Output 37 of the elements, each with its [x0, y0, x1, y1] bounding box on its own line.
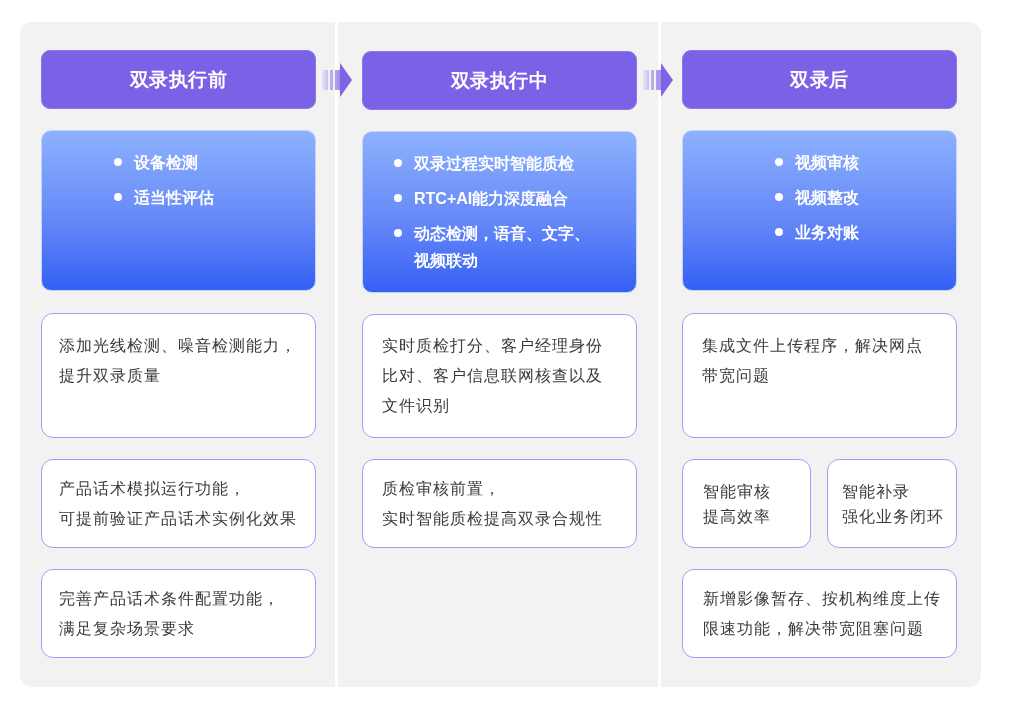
feature-text: 智能审核: [702, 481, 771, 502]
stage-header: [362, 51, 637, 110]
bullet-text: RTC+AI能力深度融合: [414, 188, 569, 209]
feature-text: 提高效率: [702, 506, 771, 527]
highlight-panel: [362, 131, 637, 293]
highlight-panel: [41, 130, 316, 291]
bullet-text: 适当性评估: [134, 187, 214, 208]
feature-card: [41, 459, 316, 548]
bullet-text: 视频整改: [795, 187, 859, 208]
feature-text: 质检审核前置，实时智能质检提高双录合规性: [381, 478, 604, 529]
feature-card: [41, 569, 316, 658]
feature-card: [827, 459, 957, 548]
feature-card: [362, 459, 637, 548]
stage-title: 双录后: [790, 67, 849, 92]
stage-title: 双录执行中: [450, 68, 549, 93]
feature-card: [682, 569, 957, 658]
feature-card: [41, 313, 316, 438]
feature-card: [682, 459, 811, 548]
highlight-panel: [682, 130, 957, 291]
feature-text: 添加光线检测、噪音检测能力，提升双录质量: [58, 336, 298, 386]
feature-text: 集成文件上传程序，解决网点带宽问题: [701, 336, 924, 386]
bullet-text: 业务对账: [795, 222, 859, 243]
bullet-text: 设备检测: [134, 152, 198, 173]
bullet-text: 双录过程实时智能质检: [414, 153, 574, 174]
feature-text: 实时质检打分、客户经理身份比对、客户信息联网核查以及文件识别: [381, 336, 604, 416]
stage-header: [41, 50, 316, 109]
feature-text: 新增影像暂存、按机构维度上传限速功能，解决带宽阻塞问题: [702, 588, 942, 639]
bullet-text: 视频审核: [795, 152, 859, 173]
stage-title: 双录执行前: [129, 67, 228, 92]
feature-card: [682, 313, 957, 438]
feature-text: 智能补录: [841, 481, 910, 502]
feature-text: 产品话术模拟运行功能，可提前验证产品话术实例化效果: [58, 478, 298, 529]
feature-text: 强化业务闭环: [841, 506, 944, 527]
bullet-text: 动态检测，语音、文字、视频联动: [414, 223, 591, 271]
feature-text: 完善产品话术条件配置功能，满足复杂场景要求: [58, 588, 281, 639]
stage-header: [682, 50, 957, 109]
feature-card: [362, 314, 637, 438]
